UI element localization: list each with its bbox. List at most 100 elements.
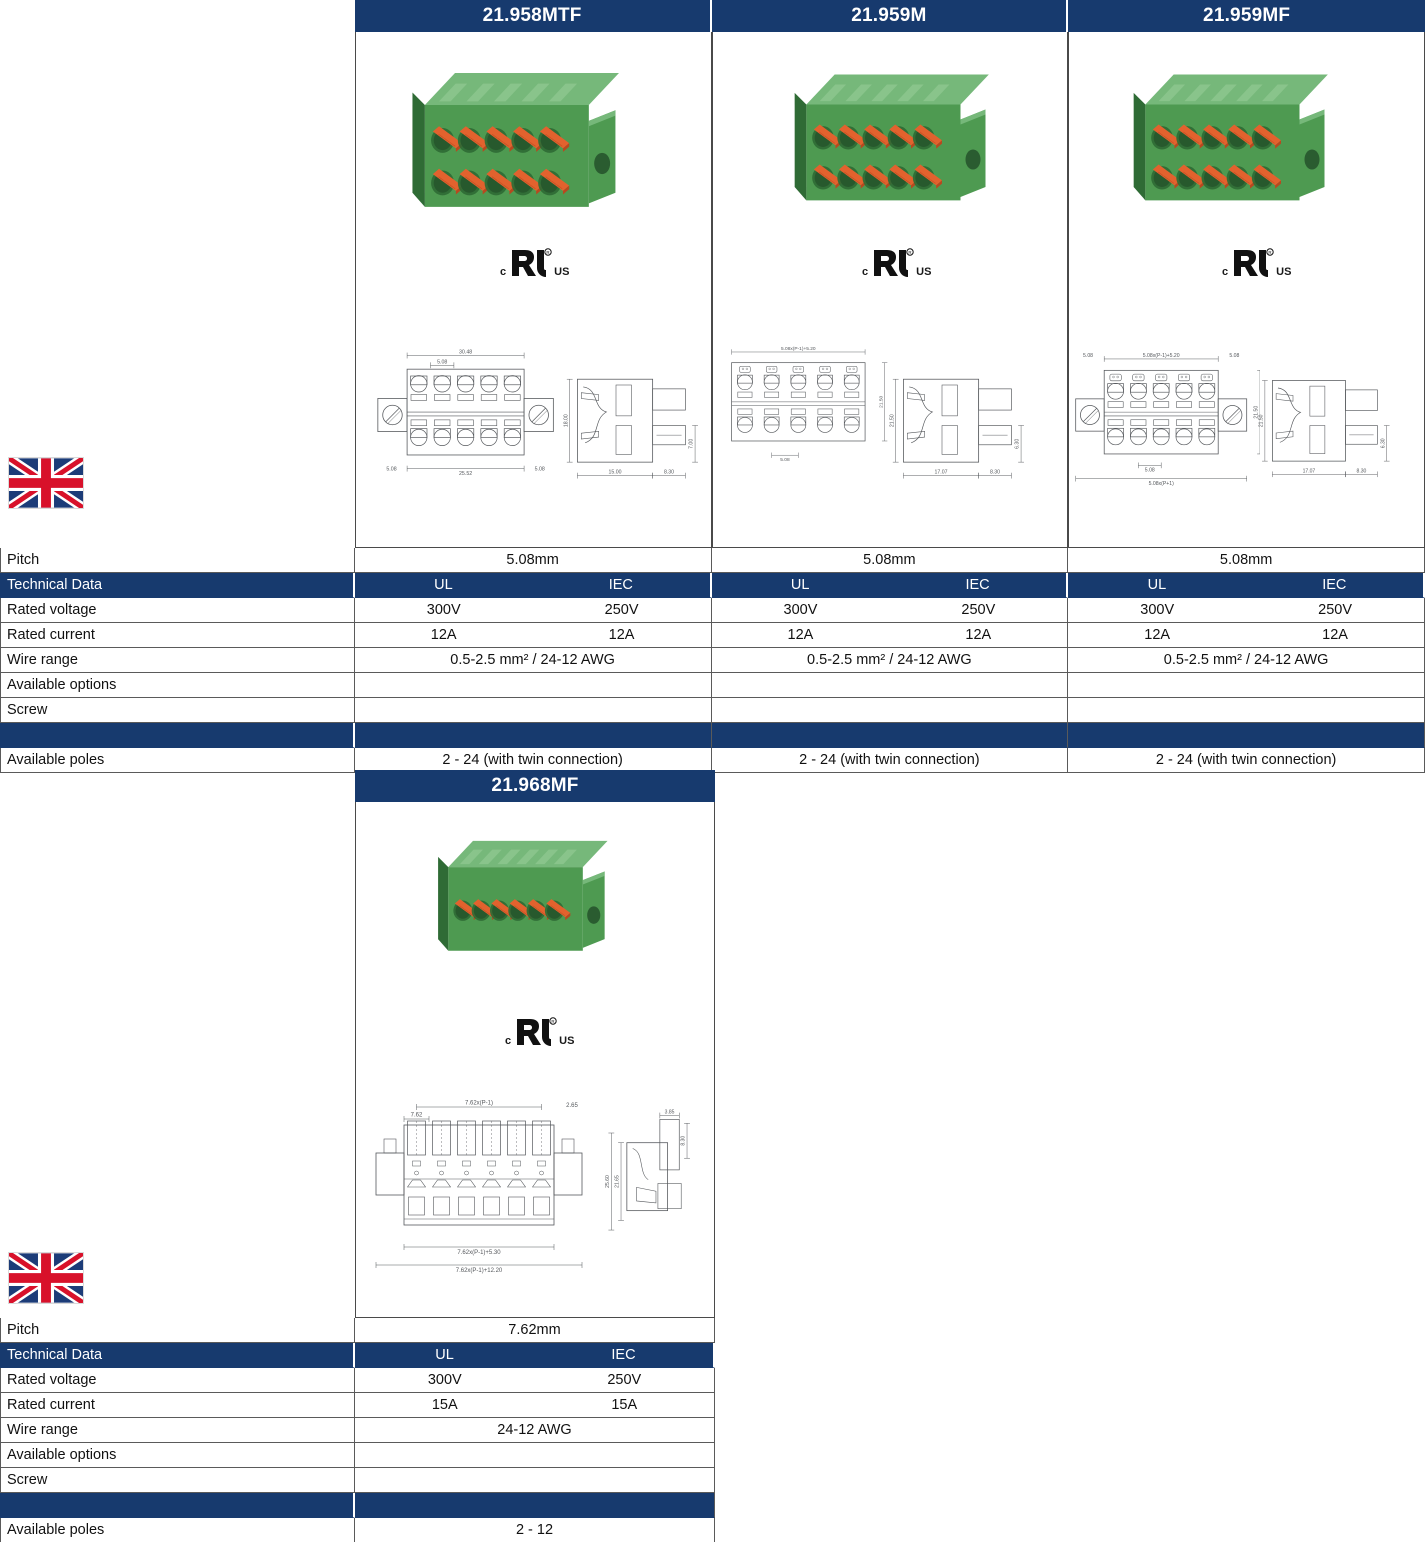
svg-text:5.08: 5.08 [386, 467, 396, 473]
row-filler [715, 1468, 1425, 1493]
ul-mark-c-letter: c [500, 266, 507, 278]
ul-logo-icon: R [874, 248, 914, 277]
spec-value-cell: 7.62mm [355, 1318, 715, 1343]
product-image-row [0, 802, 1425, 1318]
dimension-label: 15.00 [609, 470, 622, 476]
dimension-label: 8.30 [1357, 468, 1367, 474]
dimension-label: 6.30 [1380, 438, 1386, 448]
spec-value-cell: 0.5-2.5 mm² / 24-12 AWG [354, 648, 712, 673]
dimension-label: 21.50 [889, 414, 895, 427]
spec-row-label: Available poles [0, 1518, 355, 1542]
spec-separator-cell [355, 1493, 715, 1518]
spec-value-cell [355, 1468, 715, 1493]
spec-value-ul: 12A [430, 627, 457, 643]
spec-value-ul: UL [790, 577, 810, 593]
dimension-label: 5.08x(P+1) [1149, 481, 1175, 487]
dimension-label: 21.50 [878, 396, 884, 408]
dimension-label: 5.08 [437, 359, 447, 365]
spec-value-cell-dual: UL IEC [711, 573, 1069, 598]
connector-photo-21959M [783, 52, 1033, 237]
ul-mark-us-letters: US [916, 266, 932, 278]
spec-row-label: Technical Data [0, 573, 355, 598]
spec-row-label: Wire range [0, 1418, 355, 1443]
spec-row-label: Available options [0, 673, 355, 698]
ul-logo-icon: R [1234, 248, 1274, 277]
spec-value-iec: IEC [608, 577, 633, 593]
dimension-label: 25.60 [605, 1175, 611, 1188]
spec-value-cell [1068, 673, 1425, 698]
spec-value-iec: 250V [1318, 602, 1352, 618]
spec-value-cell: 5.08mm [711, 548, 1069, 573]
row-filler [715, 1493, 1425, 1518]
spec-row-label: Rated current [0, 1393, 355, 1418]
spec-value-cell: 0.5-2.5 mm² / 24-12 AWG [1068, 648, 1425, 673]
dimension-label: 17.07 [1303, 468, 1316, 474]
spec-separator-cell [1068, 723, 1425, 748]
product-title-2: 21.959M [711, 0, 1069, 32]
dimension-drawing-side-21959MF: 21.50 6.30 17.07 8.30 [1248, 358, 1398, 493]
spec-value-iec: 250V [604, 602, 639, 618]
spec-separator-cell [711, 723, 1069, 748]
row-filler [715, 1443, 1425, 1468]
spec-row-label: Available options [0, 1443, 355, 1468]
spec-value-ul: UL [434, 577, 453, 593]
connector-photo-21959MF [1122, 52, 1372, 237]
spec-value-cell: 2 - 24 (with twin connection) [711, 748, 1069, 773]
dimension-label: 5.08 [780, 457, 790, 463]
ul-mark-c-letter: c [1222, 266, 1229, 278]
spec-value-iec: IEC [965, 577, 990, 593]
spec-row-label: Rated current [0, 623, 355, 648]
row-filler [715, 1418, 1425, 1443]
ul-mark-c-letter: c [862, 266, 869, 278]
spec-value-iec: 250V [961, 602, 996, 618]
spec-value-cell: 5.08mm [1068, 548, 1425, 573]
spec-value-cell [711, 698, 1069, 723]
spec-value-iec: 250V [607, 1372, 642, 1388]
spec-row-label: Rated voltage [0, 598, 355, 623]
spec-value-cell [354, 698, 712, 723]
dimension-label: 25.52 [459, 471, 472, 477]
spec-separator-cell [354, 723, 712, 748]
spec-row: Screw [0, 1468, 1425, 1493]
svg-text:R: R [1269, 250, 1272, 255]
spec-value-cell-dual: UL IEC [354, 573, 712, 598]
dimension-label: 5.08x(P-1)+5.20 [1143, 353, 1180, 359]
spec-row-label: Pitch [0, 1318, 355, 1343]
spec-value-cell: 2 - 24 (with twin connection) [1068, 748, 1425, 773]
spec-row: Available options [0, 673, 1425, 698]
uk-flag-icon-2 [8, 1252, 84, 1304]
spec-value-cell [354, 673, 712, 698]
row-filler [715, 1393, 1425, 1418]
dimension-label: 5.08x(P-1)+5.20 [781, 346, 816, 352]
spec-value-ul: 300V [426, 602, 461, 618]
spec-value-ul: 12A [1144, 627, 1171, 643]
dimension-label: 21.65 [615, 1175, 621, 1188]
svg-text:R: R [547, 250, 550, 255]
ul-certification-mark-1: c R US [500, 246, 569, 280]
dimension-label: 8.30 [664, 470, 674, 476]
spec-row-label: Screw [0, 698, 355, 723]
ul-mark-us-letters: US [554, 266, 570, 278]
product-title-1: 21.958MTF [354, 0, 712, 32]
spec-row-label: Technical Data [0, 1343, 355, 1368]
dimension-label: 21.50 [1259, 414, 1265, 427]
svg-text:5.08: 5.08 [1083, 353, 1093, 359]
row-filler [715, 1368, 1425, 1393]
product-title-3: 21.959MF [1068, 0, 1425, 32]
